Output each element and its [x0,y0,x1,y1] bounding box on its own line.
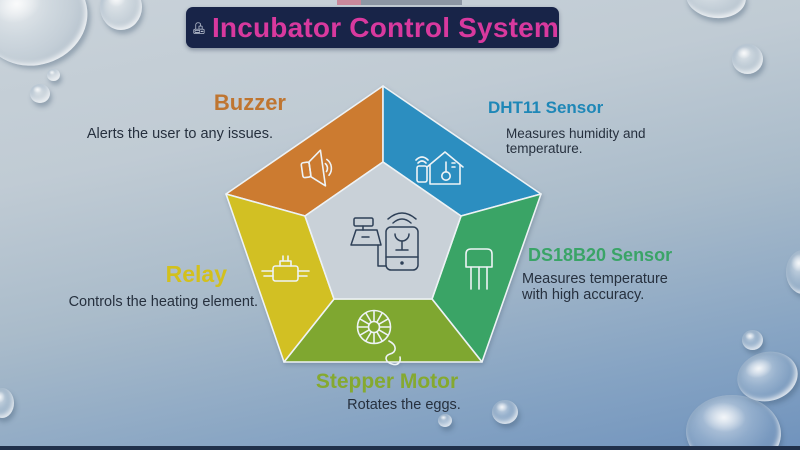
dht11-label: DHT11 Sensor [488,98,604,117]
water-droplet [438,414,452,427]
top-edge-accent-gray [361,0,462,5]
stepper-motor-label: Stepper Motor [315,370,459,393]
pentagon-center [304,161,462,300]
bottom-edge-strip [0,446,800,450]
relay-icon [261,255,310,282]
water-droplet [47,69,60,81]
buzzer-label: Buzzer [213,90,286,115]
top-edge-accent-pink [337,0,361,5]
buzzer-description: Alerts the user to any issues. [86,126,273,142]
ds18b20-description: Measures temperature with high accuracy. [522,271,668,304]
dht11-description: Measures humidity and temperature. [506,126,646,157]
water-droplet [30,84,50,103]
title-bar: Incubator Control System [186,7,559,48]
relay-description: Controls the heating element. [68,294,258,310]
relay-label: Relay [165,261,227,287]
ds18b20-label: DS18B20 Sensor [528,245,673,265]
water-droplet [100,0,142,30]
incubator-machine-icon [193,22,205,34]
water-droplet [786,250,800,294]
water-droplet [732,44,763,74]
motor-fan-icon [356,309,401,366]
smart-home-thermometer-icon [415,151,464,185]
incubator-smartphone-icon [350,212,419,271]
water-droplet [742,330,763,350]
transistor-icon [465,248,493,290]
stepper-motor-description: Rotates the eggs. [347,397,461,413]
speaker-icon [300,149,333,187]
water-droplet [0,388,14,418]
water-droplet [492,400,518,424]
slide-title: Incubator Control System [211,11,559,43]
